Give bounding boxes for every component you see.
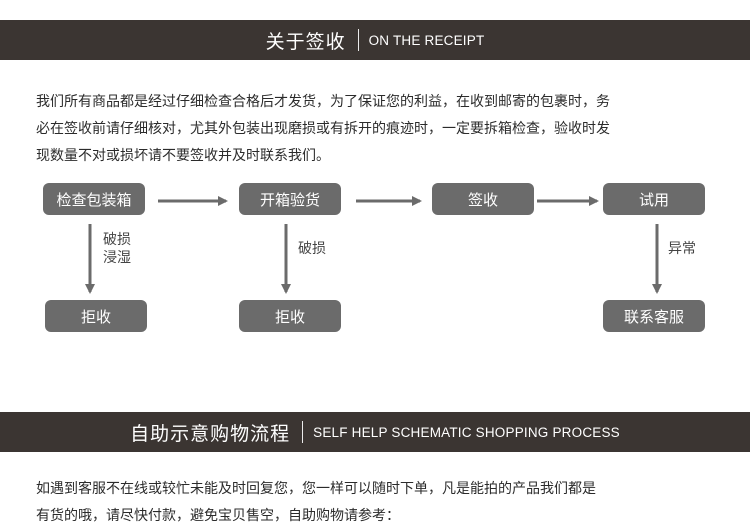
section-title-zh: 关于签收 — [265, 30, 346, 53]
title-divider — [302, 421, 304, 443]
condition-label: 异常 — [668, 241, 696, 257]
flow-step-check-box: 检查包装箱 — [43, 183, 145, 215]
paragraph-line: 现数量不对或损坏请不要签收并及时联系我们。 — [36, 148, 330, 164]
section-title-zh: 自助示意购物流程 — [130, 422, 291, 445]
condition-damaged: 破损 — [298, 240, 326, 258]
paragraph-line: 我们所有商品都是经过仔细检查合格后才发货，为了保证您的利益，在收到邮寄的包裹时，… — [36, 94, 610, 110]
title-divider — [357, 29, 359, 51]
receipt-instructions: 我们所有商品都是经过仔细检查合格后才发货，为了保证您的利益，在收到邮寄的包裹时，… — [36, 89, 726, 170]
flow-outcome-contact-service: 联系客服 — [603, 300, 705, 332]
condition-abnormal: 异常 — [668, 240, 696, 258]
flow-outcome-reject-1: 拒收 — [45, 300, 147, 332]
condition-label: 破损 — [103, 232, 131, 248]
section-title-en: SELF HELP SCHEMATIC SHOPPING PROCESS — [313, 424, 620, 440]
flow-step-unbox-inspect: 开箱验货 — [239, 183, 341, 215]
flow-step-trial: 试用 — [603, 183, 705, 215]
flow-outcome-reject-2: 拒收 — [239, 300, 341, 332]
paragraph-line: 如遇到客服不在线或较忙未能及时回复您，您一样可以随时下单，凡是能拍的产品我们都是 — [36, 481, 596, 497]
shopping-instructions: 如遇到客服不在线或较忙未能及时回复您，您一样可以随时下单，凡是能拍的产品我们都是… — [36, 476, 726, 530]
paragraph-line: 有货的哦，请尽快付款，避免宝贝售空，自助购物请参考： — [36, 508, 400, 524]
condition-label: 破损 — [298, 241, 326, 257]
condition-damaged-wet: 破损 浸湿 — [103, 231, 131, 267]
flow-step-sign: 签收 — [432, 183, 534, 215]
paragraph-line: 必在签收前请仔细核对，尤其外包装出现磨损或有拆开的痕迹时，一定要拆箱检查，验收时… — [36, 121, 610, 137]
receipt-section-banner: 关于签收 ON THE RECEIPT — [0, 20, 750, 60]
shopping-section-banner: 自助示意购物流程 SELF HELP SCHEMATIC SHOPPING PR… — [0, 412, 750, 452]
section-title-en: ON THE RECEIPT — [368, 32, 485, 48]
condition-label: 浸湿 — [103, 250, 131, 266]
